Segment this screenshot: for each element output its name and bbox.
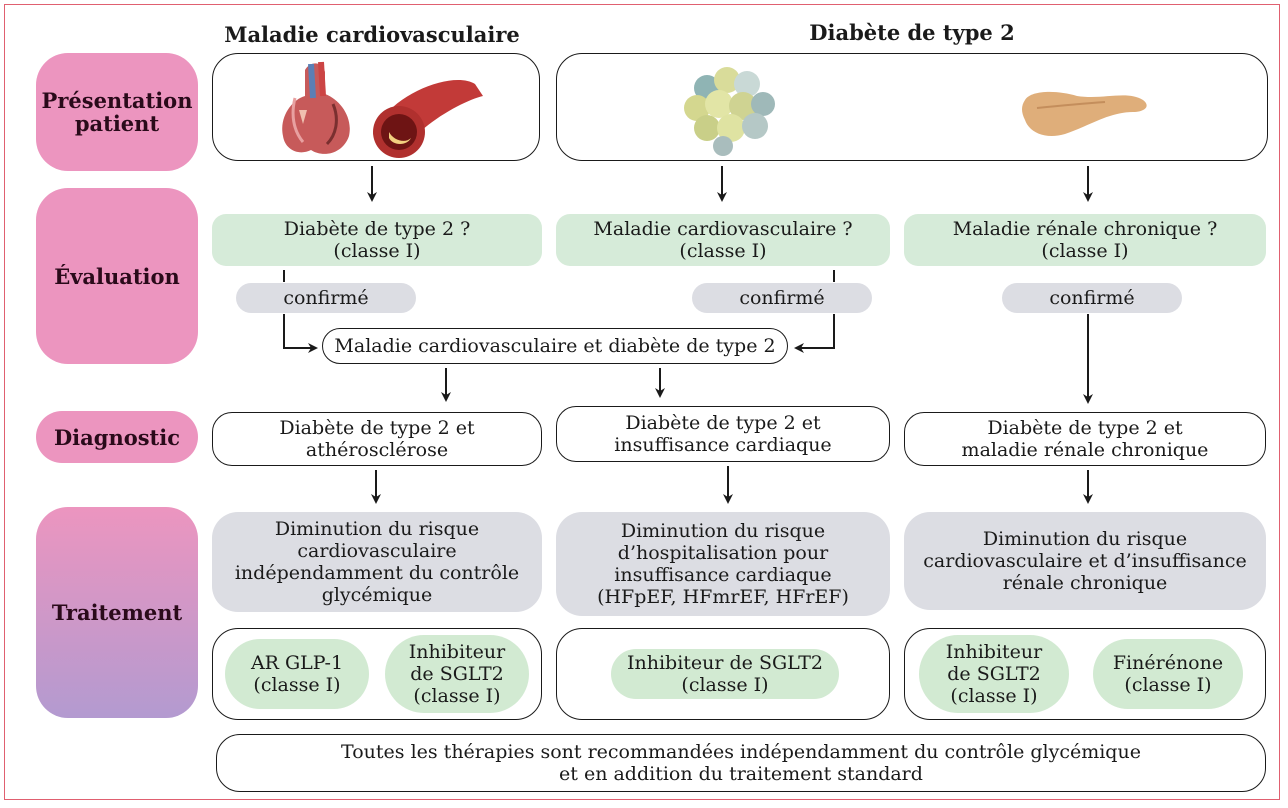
- therapy-sglt2-hf: Inhibiteur de SGLT2 (classe I): [611, 649, 839, 699]
- figure-frame: [4, 4, 1280, 800]
- heart-icon: [282, 61, 350, 154]
- row-label-presentation: Présentation patient: [36, 53, 198, 171]
- pancreas-icon: [1022, 91, 1147, 137]
- therapy-sglt2-cv: Inhibiteur de SGLT2 (classe I): [385, 635, 529, 713]
- column-title-diabetes: Diabète de type 2: [809, 20, 1015, 45]
- therapies-renal: Inhibiteur de SGLT2 (classe I) Finérénon…: [904, 628, 1266, 720]
- presentation-cardiovascular-box: [212, 53, 540, 161]
- confirmed-badge-1: confirmé: [236, 283, 416, 313]
- therapy-finerenone: Finérénone (classe I): [1093, 639, 1243, 709]
- fat-cells-icon: [684, 67, 775, 156]
- therapy-glp1: AR GLP-1 (classe I): [225, 639, 369, 709]
- column-title-cardiovascular: Maladie cardiovasculaire: [224, 22, 520, 47]
- row-label-evaluation: Évaluation: [36, 188, 198, 364]
- merged-condition-box: Maladie cardiovasculaire et diabète de t…: [322, 328, 788, 364]
- treatment-goal-renal: Diminution du risque cardiovasculaire et…: [904, 512, 1266, 610]
- diagnostic-atherosclerosis: Diabète de type 2 et athérosclérose: [212, 412, 542, 466]
- row-label-traitement: Traitement: [36, 507, 198, 718]
- artery-icon: [373, 79, 483, 158]
- evaluation-question-diabetes: Diabète de type 2 ? (classe I): [212, 214, 542, 266]
- evaluation-question-renal: Maladie rénale chronique ? (classe I): [904, 214, 1266, 266]
- treatment-goal-cardiovascular: Diminution du risque cardiovasculaire in…: [212, 512, 542, 612]
- diagnostic-heart-failure: Diabète de type 2 et insuffisance cardia…: [556, 406, 890, 462]
- confirmed-badge-3: confirmé: [1002, 283, 1182, 313]
- presentation-diabetes-box: [556, 53, 1268, 161]
- fat-cells-and-pancreas-illustration: [684, 67, 1147, 156]
- connector-right-to-merge: [796, 270, 835, 348]
- confirmed-badge-2: confirmé: [692, 283, 872, 313]
- therapies-heart-failure: Inhibiteur de SGLT2 (classe I): [556, 628, 890, 720]
- therapies-cardiovascular: AR GLP-1 (classe I) Inhibiteur de SGLT2 …: [212, 628, 542, 720]
- row-label-diagnostic: Diagnostic: [36, 411, 198, 463]
- evaluation-question-cardiovascular: Maladie cardiovasculaire ? (classe I): [556, 214, 890, 266]
- connector-left-to-merge: [283, 270, 316, 348]
- treatment-goal-heart-failure: Diminution du risque d’hospitalisation p…: [556, 512, 890, 616]
- footer-note: Toutes les thérapies sont recommandées i…: [216, 734, 1266, 792]
- heart-and-artery-illustration: [282, 61, 483, 158]
- therapy-sglt2-renal: Inhibiteur de SGLT2 (classe I): [919, 635, 1069, 713]
- diagnostic-renal: Diabète de type 2 et maladie rénale chro…: [904, 412, 1266, 466]
